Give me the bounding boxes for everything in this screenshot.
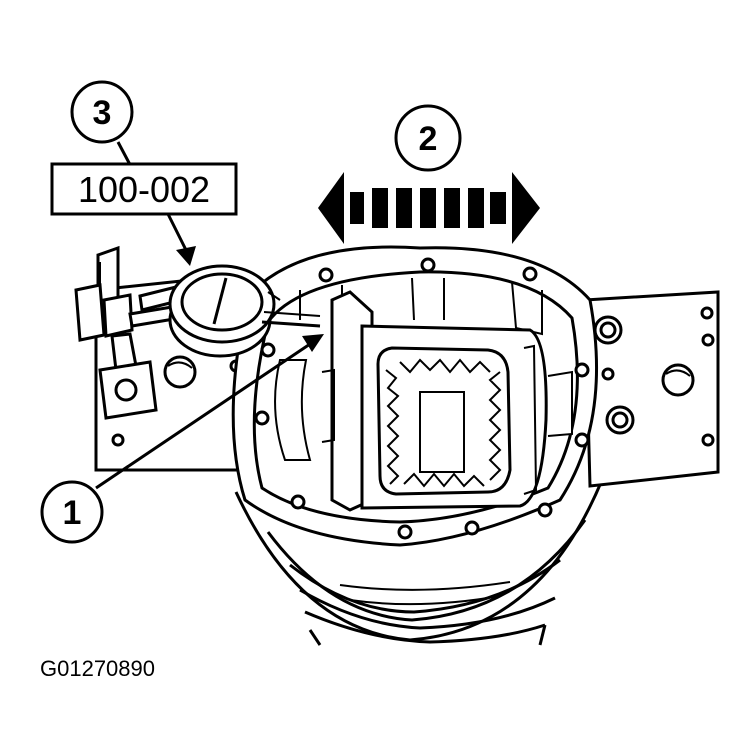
callout-1: 1 [40, 480, 104, 544]
tool-number-box: 100-002 [50, 162, 238, 216]
figure-id: G01270890 [40, 656, 155, 681]
tool-number-label: 100-002 [78, 169, 210, 210]
leader-line-1 [95, 338, 317, 490]
dial-indicator-tool [74, 245, 321, 420]
movement-arrow [318, 172, 540, 244]
callout-3: 3 [70, 80, 134, 144]
callout-1-label: 1 [63, 494, 82, 532]
leader-arrowhead-1 [302, 334, 324, 352]
right-mounting-plate [583, 290, 720, 488]
callout-2-label: 2 [419, 120, 438, 158]
differential-case [321, 290, 548, 512]
callout-2: 2 [394, 104, 462, 172]
leader-arrowhead-tool [176, 246, 196, 266]
callout-3-label: 3 [93, 94, 112, 132]
